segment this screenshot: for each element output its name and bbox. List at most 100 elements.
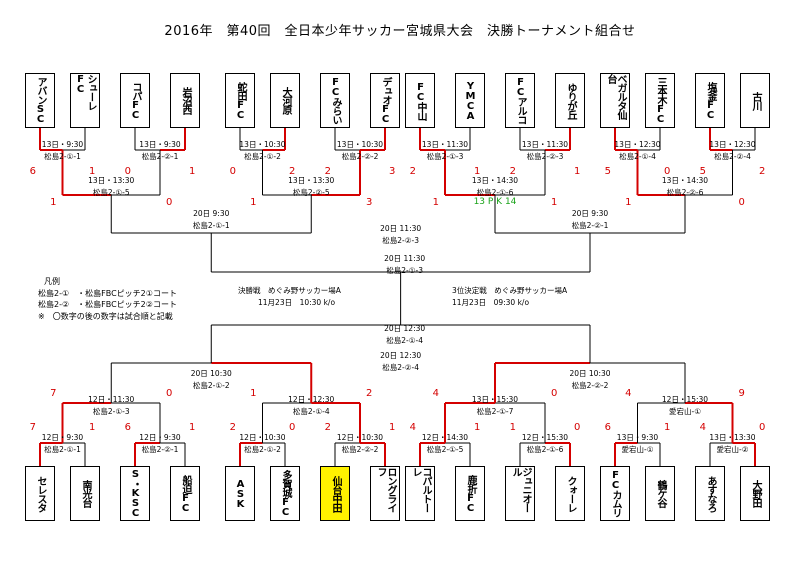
team-box-top: 古川: [740, 73, 770, 128]
third-place-note: 3位決定戦 めぐみ野サッカー場A: [452, 286, 568, 295]
score: 1: [625, 197, 632, 208]
match-label: 松島2-②-2: [571, 381, 609, 390]
final-venue-note: 決勝戦 めぐみ野サッカー場A: [238, 286, 341, 295]
match-label: 松島2-②-1: [141, 445, 179, 454]
match-label: 松島2-①-7: [476, 407, 514, 416]
match-label: 13日・9:30: [41, 140, 84, 149]
match-label: 13日・13:30: [88, 176, 135, 185]
score: 0: [166, 197, 173, 208]
match-label: 13日・15:30: [471, 395, 519, 404]
match-label: 20日 10:30: [569, 369, 611, 378]
match-label: 12日・9:30: [41, 433, 84, 442]
match-label: 松島2-②-2: [341, 152, 379, 161]
match-label: 13日・12:30: [709, 140, 756, 149]
match-label: 13日・14:30: [471, 176, 519, 185]
team-box-top: デュオFC: [370, 73, 400, 128]
match-label: 松島2-②-2: [341, 445, 379, 454]
team-box-top: アバンSC: [25, 73, 55, 128]
team-box-bottom: 南光台: [70, 466, 100, 521]
final-time-note: 11月23日 10:30 k/o: [258, 298, 336, 307]
match-label: 13日・9:30: [616, 433, 659, 442]
match-label: 松島2-②-6: [666, 188, 704, 197]
score: 1: [89, 422, 96, 433]
legend-text: 松島2-① ・松島FBCピッチ2①コート: [38, 289, 177, 298]
team-box-bottom: ASK: [225, 466, 255, 521]
match-label: 20日 10:30: [190, 369, 232, 378]
score: 6: [604, 422, 611, 433]
match-label: 松島2-②-1: [141, 152, 179, 161]
score: 1: [509, 422, 516, 433]
team-box-top: FCみらい: [320, 73, 350, 128]
match-label: 20日 12:30: [384, 324, 426, 333]
score: 2: [229, 422, 236, 433]
score: 2: [759, 166, 766, 177]
match-label: 13日・10:30: [239, 140, 286, 149]
match-label: 12日・15:30: [521, 433, 569, 442]
score: 4: [409, 422, 416, 433]
score: 1: [50, 197, 57, 208]
score: 2: [366, 388, 373, 399]
page-title: 2016年 第40回 全日本少年サッカー宮城県大会 決勝トーナメント組合せ: [164, 24, 636, 39]
score: 4: [625, 388, 632, 399]
team-box-top: シューレFC: [70, 73, 100, 128]
team-box-top: コパFC: [120, 73, 150, 128]
score: 1: [474, 422, 481, 433]
match-label: 20日 11:30: [380, 224, 422, 233]
match-label: 松島2-①-5: [426, 445, 464, 454]
team-box-bottom: 多賀城FC: [270, 466, 300, 521]
match-label: 松島2-①-3: [92, 407, 130, 416]
score: 6: [29, 166, 36, 177]
match-label: 12日・12:30: [288, 395, 335, 404]
match-label: 松島2-①-4: [619, 152, 656, 161]
score: 2: [289, 166, 296, 177]
match-label: 12日・9:30: [139, 433, 181, 442]
match-label: 13日・13:30: [288, 176, 335, 185]
match-label: 松島2-①-3: [426, 152, 464, 161]
team-box-top: 塩釜FC: [695, 73, 725, 128]
score: 7: [29, 422, 36, 433]
score: 3: [389, 166, 396, 177]
score: 0: [759, 422, 766, 433]
score: 2: [324, 166, 331, 177]
score: 0: [574, 422, 581, 433]
team-box-top: 三本木FC: [645, 73, 675, 128]
match-label: 松島2-①-1: [192, 221, 230, 230]
team-box-bottom: あすなろ: [695, 466, 725, 521]
match-label: 20日 11:30: [384, 254, 426, 263]
match-label: 松島2-①-5: [92, 188, 130, 197]
score: 4: [699, 422, 706, 433]
team-box-bottom: FCカムリ: [600, 466, 630, 521]
match-label: 愛宕山-②: [716, 445, 749, 454]
team-box-bottom: コパルトーレ: [405, 466, 435, 521]
match-label: 松島2-①-4: [386, 336, 423, 345]
team-box-top: FC中山: [405, 73, 435, 128]
team-box-bottom: 仙台中田: [320, 466, 350, 521]
match-label: 13日・12:30: [614, 140, 661, 149]
score: 6: [124, 422, 131, 433]
score: 0: [124, 166, 131, 177]
team-box-bottom: S・KSC: [120, 466, 150, 521]
team-box-top: ゆりが丘: [555, 73, 585, 128]
team-box-top: YMCA: [455, 73, 485, 128]
score: 2: [509, 166, 516, 177]
score: 1: [574, 166, 581, 177]
legend-text: 凡例: [44, 277, 60, 286]
score: 1: [389, 422, 396, 433]
pk-score: 13 P K 14: [473, 197, 517, 207]
match-label: 松島2-①-2: [192, 381, 230, 390]
match-label: 松島2-①-2: [244, 152, 281, 161]
score: 0: [229, 166, 236, 177]
team-box-bottom: 鹿折FC: [455, 466, 485, 521]
match-label: 12日・14:30: [421, 433, 469, 442]
team-box-bottom: ロングライフ: [370, 466, 400, 521]
legend-text: 松島2-② ・松島FBCピッチ2②コート: [38, 300, 177, 309]
match-label: 松島2-①-1: [44, 445, 81, 454]
team-box-top: FCアルコ: [505, 73, 535, 128]
third-place-time-note: 11月23日 09:30 k/o: [452, 298, 530, 307]
match-label: 松島2-①-4: [292, 407, 330, 416]
match-label: 松島2-②-3: [382, 236, 419, 245]
score: 1: [551, 197, 558, 208]
score: 1: [474, 166, 481, 177]
match-label: 13日・11:30: [421, 140, 469, 149]
